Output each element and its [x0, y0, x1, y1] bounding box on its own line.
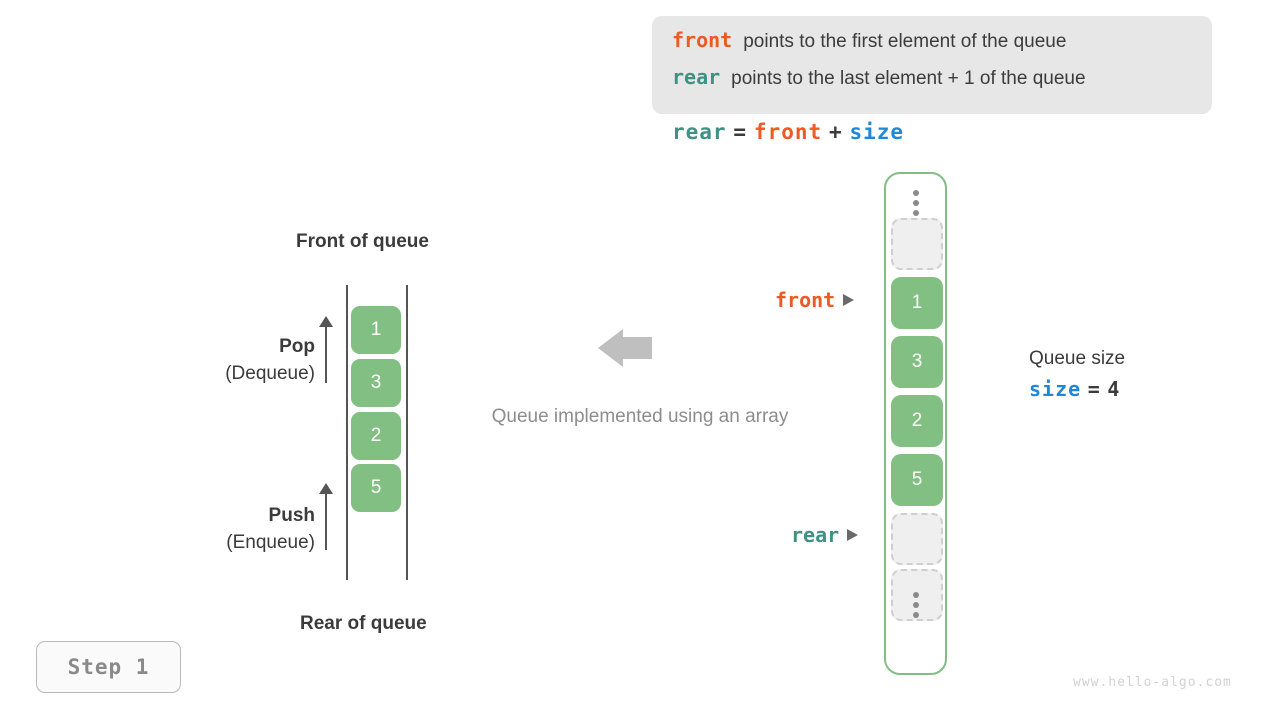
legend-line-front: front points to the first element of the… — [672, 28, 1192, 65]
queue-rail-left — [346, 285, 348, 580]
formula-rhs-front: front — [753, 120, 823, 144]
queue-size-title: Queue size — [1029, 348, 1126, 369]
pop-subtitle: (Dequeue) — [225, 363, 315, 384]
left-arrow-icon — [598, 322, 656, 374]
queue-size-block: Queue size size = 4 — [1029, 344, 1125, 405]
step-badge: Step 1 — [36, 641, 181, 693]
queue-size-number: 4 — [1107, 377, 1121, 401]
pop-title: Pop — [279, 336, 315, 357]
push-operation-label: Push (Enqueue) — [140, 503, 315, 557]
formula-plus: + — [828, 120, 843, 144]
push-up-arrow-icon — [319, 483, 333, 553]
queue-cell: 1 — [351, 306, 401, 354]
formula-rear-equals-front-plus-size: rear = front + size — [672, 120, 904, 145]
queue-size-expression: size = 4 — [1029, 374, 1125, 405]
front-of-queue-label: Front of queue — [296, 231, 429, 252]
push-subtitle: (Enqueue) — [226, 532, 315, 553]
pointer-arrow-icon — [843, 294, 855, 306]
legend-text-rear: points to the last element + 1 of the qu… — [731, 68, 1086, 89]
legend-box: front points to the first element of the… — [652, 16, 1212, 114]
legend-text-front: points to the first element of the queue — [743, 31, 1067, 52]
vertical-ellipsis-icon-top — [912, 190, 919, 216]
formula-rhs-size: size — [849, 120, 905, 144]
pointer-arrow-icon — [847, 529, 859, 541]
queue-size-equals: = — [1087, 377, 1101, 401]
pop-operation-label: Pop (Dequeue) — [140, 334, 315, 388]
center-caption: Queue implemented using an array — [491, 406, 789, 427]
formula-equals: = — [733, 120, 748, 144]
legend-keyword-front: front — [672, 28, 733, 52]
rear-pointer-label: rear — [791, 523, 859, 547]
queue-cell: 5 — [351, 464, 401, 512]
queue-size-var: size — [1029, 377, 1082, 401]
front-pointer-label: front — [775, 288, 855, 312]
formula-lhs: rear — [672, 120, 727, 144]
queue-cell: 3 — [351, 359, 401, 407]
queue-rail-right — [406, 285, 408, 580]
pop-up-arrow-icon — [319, 316, 333, 386]
legend-line-rear: rear points to the last element + 1 of t… — [672, 65, 1192, 102]
push-title: Push — [268, 505, 315, 526]
rear-pointer-text: rear — [791, 523, 840, 547]
rear-of-queue-label: Rear of queue — [300, 613, 427, 634]
array-cell — [891, 218, 943, 270]
array-cell: 5 — [891, 454, 943, 506]
array-container: 1 3 2 5 — [884, 172, 947, 675]
array-cell — [891, 513, 943, 565]
queue-cell: 2 — [351, 412, 401, 460]
legend-keyword-rear: rear — [672, 65, 721, 89]
array-cell: 2 — [891, 395, 943, 447]
front-pointer-text: front — [775, 288, 836, 312]
array-cell: 1 — [891, 277, 943, 329]
watermark: www.hello-algo.com — [1073, 675, 1232, 690]
array-cell: 3 — [891, 336, 943, 388]
vertical-ellipsis-icon-bottom — [912, 592, 919, 618]
